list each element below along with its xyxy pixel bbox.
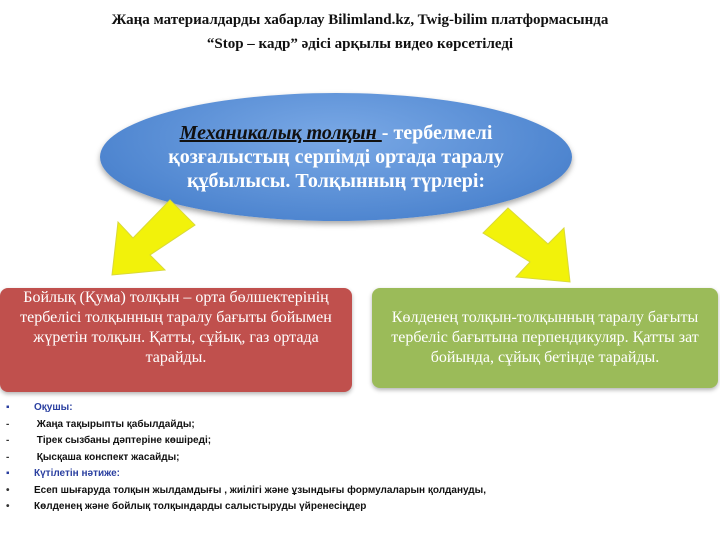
bullet-marker: •: [6, 501, 10, 512]
list-item-text: Тірек сызбаны дәптеріне көшіреді;: [34, 435, 212, 446]
definition: - тербелмелі қозғалыстың серпімді ортада…: [168, 122, 504, 192]
right-arrow-icon: [482, 207, 571, 283]
slide-title-line-2: “Stop – кадр” әдісі арқылы видео көрсеті…: [206, 36, 514, 52]
definition-ellipse: Механикалық толқын - тербелмелі қозғалыс…: [100, 93, 572, 221]
bullet-marker: -: [6, 418, 10, 430]
slide-title-line-1: Жаңа материалдарды хабарлау Bilimland.kz…: [111, 12, 609, 28]
list-item: - Қысқаша конспект жасайды;: [6, 450, 486, 467]
list-item: • Есеп шығаруда толқын жылдамдығы , жиілі…: [6, 483, 486, 500]
list-item: ▪ Оқушы:: [6, 400, 486, 417]
list-item-text: Жаңа тақырыпты қабылдайды;: [34, 418, 195, 430]
bullet-marker: •: [6, 484, 10, 496]
longitudinal-wave-text: Бойлық (Қума) толқын – орта бөлшектеріні…: [20, 289, 332, 366]
longitudinal-wave-box: Бойлық (Қума) толқын – орта бөлшектеріні…: [0, 288, 352, 392]
bullet-marker: -: [6, 451, 10, 463]
term: Механикалық толқын: [179, 122, 382, 144]
bullet-marker: ▪: [6, 402, 10, 413]
list-item-text: Есеп шығаруда толқын жылдамдығы , жиіліг…: [34, 484, 486, 496]
bullet-marker: ▪: [6, 468, 10, 479]
list-item-text: Көлденең және бойлық толқындарды салысты…: [34, 501, 367, 512]
transverse-wave-text: Көлденең толқын-толқынның таралу бағыты …: [391, 309, 699, 366]
list-item: - Жаңа тақырыпты қабылдайды;: [6, 417, 486, 434]
bullet-marker: -: [6, 435, 10, 446]
list-item: • Көлденең және бойлық толқындарды салыст…: [6, 499, 486, 516]
list-item: - Тірек сызбаны дәптеріне көшіреді;: [6, 433, 486, 450]
list-item-text: Күтілетін нәтиже:: [34, 468, 120, 479]
transverse-wave-box: Көлденең толқын-толқынның таралу бағыты …: [372, 288, 718, 388]
objectives-list: ▪Оқушы:- Жаңа тақырыпты қабылдайды;- Тір…: [6, 400, 486, 516]
left-arrow-icon: [111, 199, 196, 276]
list-item: ▪ Күтілетін нәтиже:: [6, 466, 486, 483]
list-item-text: Қысқаша конспект жасайды;: [34, 451, 180, 463]
list-item-text: Оқушы:: [34, 402, 73, 413]
